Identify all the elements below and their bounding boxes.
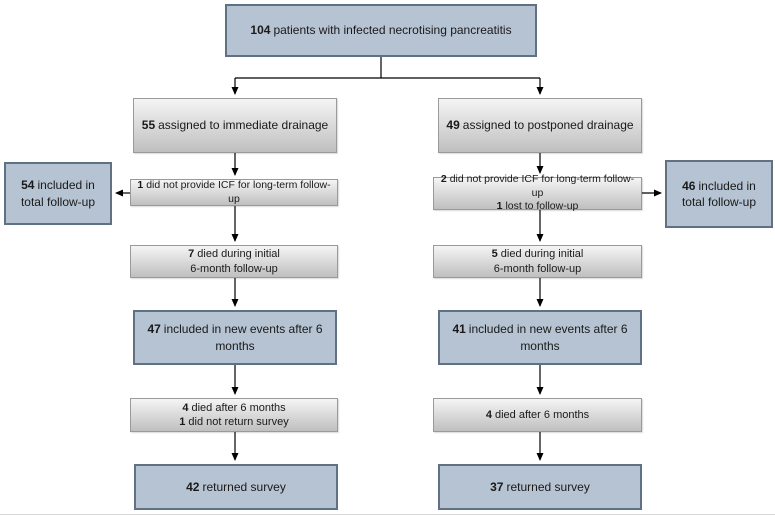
right-total-count: 46	[682, 178, 696, 193]
left-assigned-count: 55	[141, 118, 156, 133]
left-died-after-count-1: 4	[182, 401, 189, 414]
right-died-initial-line-2: 6-month follow-up	[494, 262, 581, 276]
right-died-after-label: died after 6 months	[494, 408, 590, 421]
left-total-count: 54	[21, 178, 35, 193]
total-patients-label: patients with infected necrotising pancr…	[273, 23, 512, 38]
right-total-label: included in total follow-up	[681, 178, 757, 209]
left-died-initial-line-2: 6-month follow-up	[190, 262, 277, 276]
left-survey-count: 42	[186, 479, 200, 494]
left-died-after-label-1: died after 6 months	[191, 401, 286, 414]
right-icf-count-2: 1	[496, 200, 503, 213]
left-icf-label: did not provide ICF for long-term follow…	[146, 178, 331, 205]
right-new-events-count: 41	[452, 322, 466, 337]
right-survey-count: 37	[490, 479, 504, 494]
left-died-initial-label-1: died during initial	[197, 248, 280, 261]
left-new-events-label: included in new events after 6 months	[163, 322, 323, 353]
left-survey-label: returned survey	[202, 479, 286, 494]
right-icf-count-1: 2	[440, 173, 447, 186]
right-died-initial-label-2: 6-month follow-up	[493, 262, 582, 275]
right-died-after-count: 4	[485, 408, 492, 421]
left-icf-count: 1	[137, 178, 144, 191]
right-died-initial-count: 5	[491, 248, 498, 261]
left-total-label: included in total follow-up	[20, 178, 96, 209]
left-died-after-count-2: 1	[179, 416, 186, 428]
left-died-initial-count: 7	[188, 248, 195, 261]
right-died-initial-label-1: died during initial	[500, 248, 584, 261]
left-died-initial-label-2: 6-month follow-up	[190, 262, 278, 275]
right-assigned-label: assigned to postponed drainage	[462, 118, 634, 133]
left-new-events-count: 47	[147, 322, 161, 337]
right-icf-label-1: did not provide ICF for long-term follow…	[449, 173, 635, 199]
right-icf-label-2: lost to follow-up	[505, 200, 579, 213]
total-patients-count: 104	[250, 23, 271, 38]
left-assigned-label: assigned to immediate drainage	[158, 118, 329, 133]
left-died-after-label-2: did not return survey	[188, 416, 289, 428]
right-assigned-count: 49	[446, 118, 460, 133]
right-new-events-label: included in new events after 6 months	[468, 322, 628, 353]
right-survey-label: returned survey	[506, 479, 590, 494]
